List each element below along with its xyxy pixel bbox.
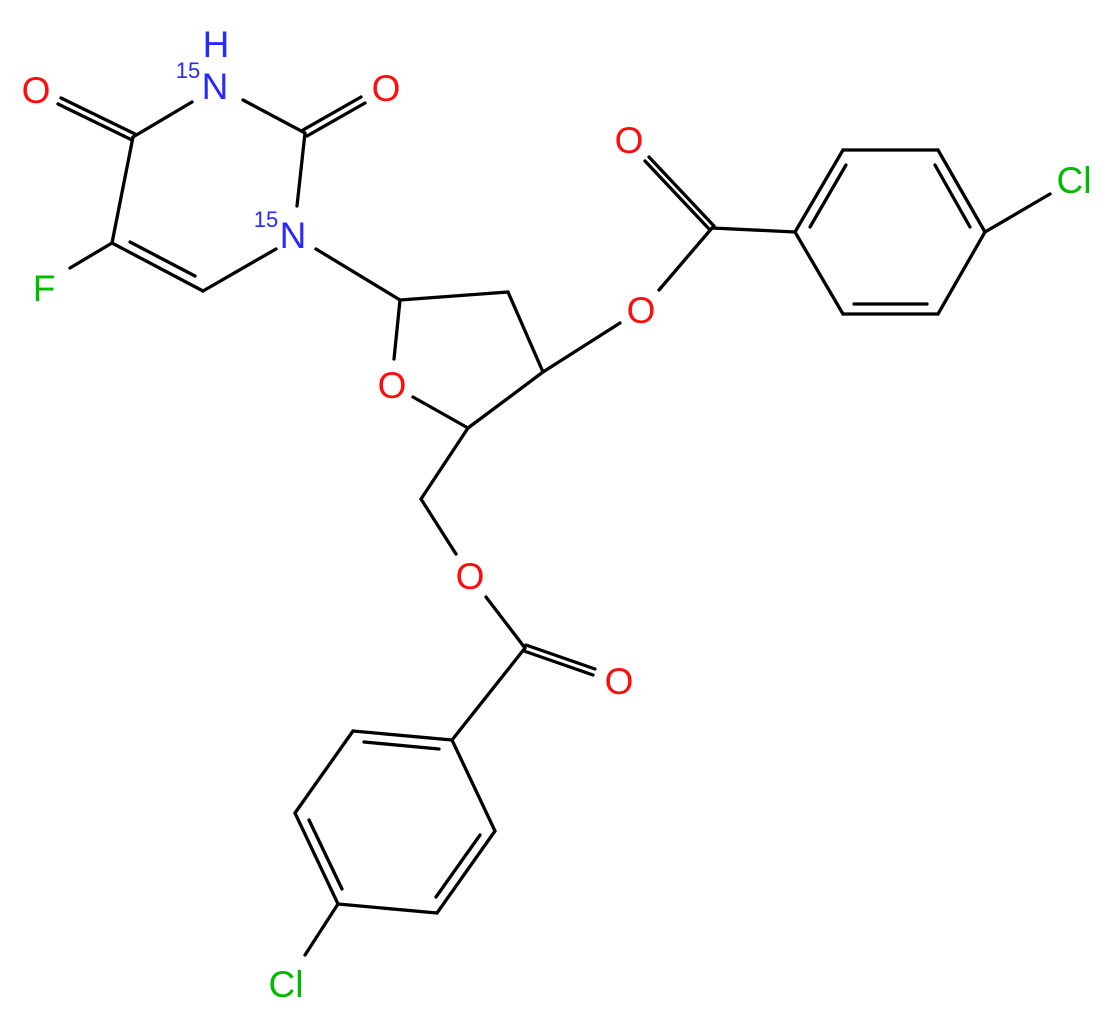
bond-line xyxy=(524,643,597,671)
atom-O-sugar-ring: O xyxy=(378,365,407,406)
atom-O-ester1-carbonyl: O xyxy=(615,120,644,161)
atom-Cl-bottom: Cl xyxy=(269,964,304,1005)
bond-line xyxy=(293,729,355,815)
bond-line xyxy=(450,646,527,742)
bond-line xyxy=(110,241,205,293)
bond-line xyxy=(419,497,458,556)
atom-O-ester2: O xyxy=(456,556,485,597)
isotope-15-label-n1: 15 xyxy=(254,207,278,232)
bond-line xyxy=(710,226,797,234)
bond-line xyxy=(295,131,307,208)
bond-line xyxy=(541,321,622,374)
bond-line xyxy=(303,902,340,957)
bond-line xyxy=(398,290,510,302)
isotope-15-label-n3: 15 xyxy=(176,58,200,83)
bond-line xyxy=(466,370,545,430)
bond-line xyxy=(643,159,712,232)
atom-H-n3: H xyxy=(203,24,230,65)
bond-line xyxy=(793,148,845,234)
bond-line xyxy=(131,100,194,139)
bond-line xyxy=(419,426,470,501)
atom-F: F xyxy=(33,268,56,309)
bond-line xyxy=(793,230,845,316)
bond-line xyxy=(936,148,987,234)
bond-line xyxy=(59,96,137,136)
bond-line xyxy=(301,95,363,132)
bond-line xyxy=(314,247,402,302)
bond-line xyxy=(506,290,545,374)
bond-line xyxy=(68,241,114,270)
bond-line xyxy=(450,738,497,833)
atom-O-ester2-carbonyl: O xyxy=(605,661,634,702)
bond-line xyxy=(435,829,497,915)
bond-line xyxy=(56,102,134,142)
bond-line xyxy=(933,163,972,229)
atom-O-ester1: O xyxy=(627,290,656,331)
bond-line xyxy=(351,729,454,742)
atom-O-c2-carbonyl: O xyxy=(372,68,401,109)
bond-line xyxy=(362,740,441,751)
bond-line xyxy=(647,155,716,228)
bond-line xyxy=(808,163,848,229)
bond-line xyxy=(411,395,470,430)
atom-O-c4-carbonyl: O xyxy=(22,70,51,111)
bond-line xyxy=(336,902,439,915)
bond-line xyxy=(936,230,987,316)
bond-line xyxy=(305,101,367,138)
bond-line xyxy=(522,649,595,677)
bond-line xyxy=(484,595,527,650)
bond-line xyxy=(434,833,482,899)
bond-line xyxy=(983,192,1052,234)
bond-line xyxy=(128,240,197,278)
bond-line xyxy=(201,247,278,293)
atom-N3: N xyxy=(202,66,229,107)
bond-line xyxy=(110,135,135,245)
bond-line xyxy=(241,98,307,135)
atom-N1: N xyxy=(280,215,307,256)
bond-line xyxy=(293,811,340,906)
bond-line xyxy=(392,298,402,361)
bond-line xyxy=(657,226,714,292)
bond-line xyxy=(307,818,344,891)
atom-Cl-top-right: Cl xyxy=(1057,160,1092,201)
